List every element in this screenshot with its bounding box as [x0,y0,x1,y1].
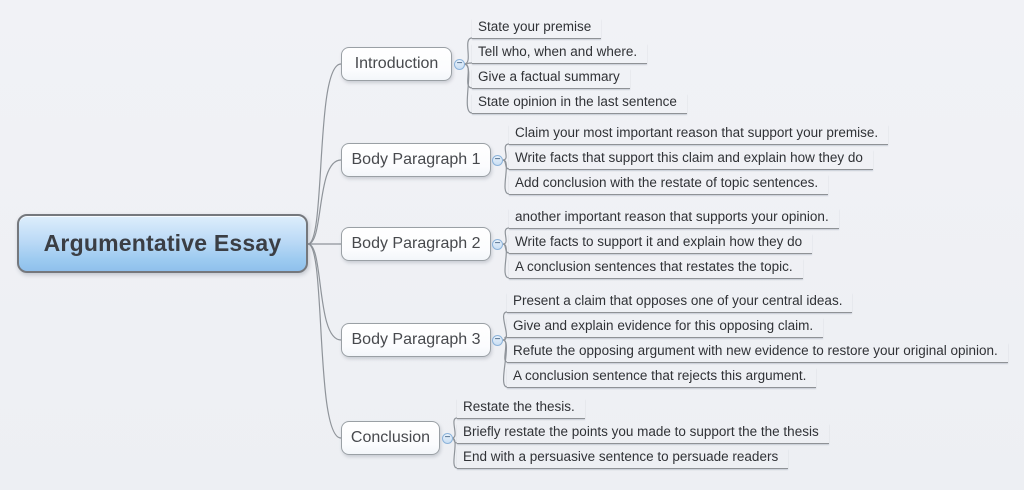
leaf-topic[interactable]: Write facts that support this claim and … [509,150,873,170]
topic-conclusion[interactable]: Conclusion [341,421,440,455]
connector-root-introduction [307,63,342,245]
connector-root-body1 [307,159,342,245]
leaf-topic[interactable]: End with a persuasive sentence to persua… [457,449,789,469]
leaf-topic[interactable]: Briefly restate the points you made to s… [457,424,829,444]
connector-leaf [463,37,473,65]
connector-root-body3 [307,243,342,341]
connector-root-conclusion [307,243,342,439]
leaf-topic[interactable]: Refute the opposing argument with new ev… [507,343,1008,363]
collapse-minus-icon[interactable]: − [454,59,465,70]
topic-body-paragraph-3[interactable]: Body Paragraph 3 [341,323,491,357]
root-topic[interactable]: Argumentative Essay [17,214,308,273]
leaf-topic[interactable]: Present a claim that opposes one of your… [507,293,853,313]
connector-leaf [463,62,473,65]
collapse-minus-icon[interactable]: − [492,239,503,250]
leaf-topic[interactable]: State your premise [472,19,602,39]
topic-body-paragraph-2[interactable]: Body Paragraph 2 [341,227,491,261]
leaf-topic[interactable]: A conclusion sentences that restates the… [509,259,803,279]
leaf-topic[interactable]: A conclusion sentence that rejects this … [507,368,817,388]
leaf-topic[interactable]: State opinion in the last sentence [472,94,687,114]
leaf-topic[interactable]: Add conclusion with the restate of topic… [509,175,829,195]
leaf-topic[interactable]: Restate the thesis. [457,399,585,419]
collapse-minus-icon[interactable]: − [492,335,503,346]
leaf-topic[interactable]: Give a factual summary [472,69,630,89]
topic-body-paragraph-1[interactable]: Body Paragraph 1 [341,143,491,177]
leaf-topic[interactable]: another important reason that supports y… [509,209,839,229]
leaf-topic[interactable]: Write facts to support it and explain ho… [509,234,813,254]
topic-introduction[interactable]: Introduction [341,47,452,81]
collapse-minus-icon[interactable]: − [492,155,503,166]
connector-leaf [463,63,473,89]
leaf-topic[interactable]: Tell who, when and where. [472,44,648,64]
leaf-topic[interactable]: Give and explain evidence for this oppos… [507,318,824,338]
connector-leaf [463,63,473,114]
collapse-minus-icon[interactable]: − [442,433,453,444]
leaf-topic[interactable]: Claim your most important reason that su… [509,125,889,145]
